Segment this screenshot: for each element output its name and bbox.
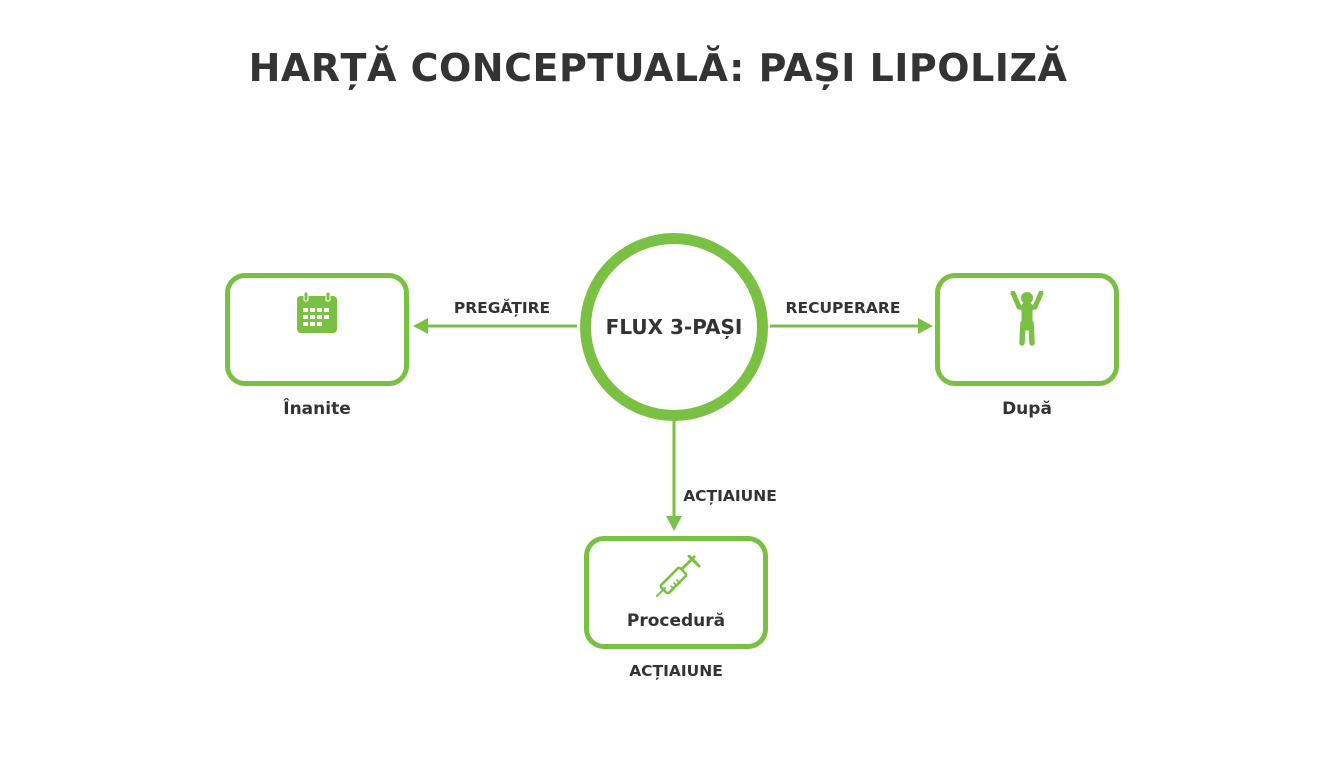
syringe-icon	[656, 555, 701, 597]
node-procedure	[584, 536, 768, 649]
person-arms-up-icon	[1010, 291, 1044, 346]
center-hub: FLUX 3-PAȘI	[580, 233, 768, 421]
diagram-title: HARȚĂ CONCEPTUALĂ: PAȘI LIPOLIZĂ	[248, 46, 1068, 90]
node-after-label: După	[1002, 399, 1052, 419]
node-procedure-label: Procedură	[626, 611, 726, 631]
node-procedure-caption: ACȚIAIUNE	[629, 662, 723, 680]
edge-label-recovery: RECUPERARE	[785, 299, 901, 317]
center-hub-label: FLUX 3-PAȘI	[605, 315, 743, 339]
node-before	[225, 273, 409, 386]
arrowhead-left	[413, 318, 428, 334]
edge-label-preparation: PREGĂȚIRE	[453, 299, 551, 317]
arrowhead-bottom	[666, 516, 682, 531]
calendar-icon	[297, 291, 337, 333]
node-before-label: Înanite	[283, 399, 351, 419]
arrowhead-right	[918, 318, 933, 334]
edge-label-action: ACȚIAIUNE	[683, 487, 777, 505]
